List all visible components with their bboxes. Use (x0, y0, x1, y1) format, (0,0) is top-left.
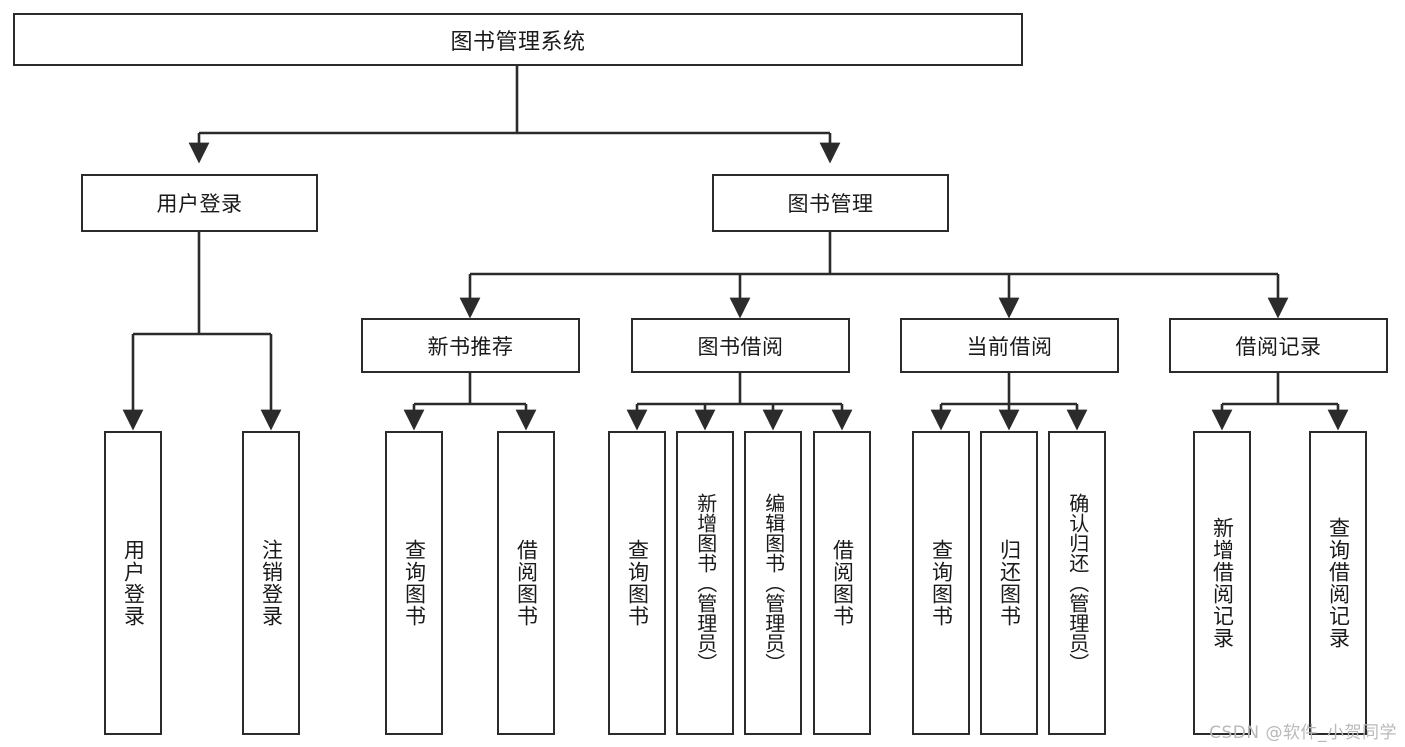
leaf-borrow-book[interactable]: 借阅图书 (813, 431, 871, 735)
leaf-query-book-borrow[interactable]: 查询图书 (608, 431, 666, 735)
leaf-confirm-return[interactable]: 确认归还（管理员） (1048, 431, 1106, 735)
watermark-text: CSDN @软件_小贺同学 (1209, 723, 1397, 743)
leaf-query-book-current[interactable]: 查询图书 (912, 431, 970, 735)
leaf-add-borrow-record[interactable]: 新增借阅记录 (1193, 431, 1251, 735)
node-book-borrow[interactable]: 图书借阅 (631, 318, 850, 373)
leaf-edit-book[interactable]: 编辑图书（管理员） (744, 431, 802, 735)
leaf-borrow-book-recommend[interactable]: 借阅图书 (497, 431, 555, 735)
leaf-add-book[interactable]: 新增图书（管理员） (676, 431, 734, 735)
node-borrow-record[interactable]: 借阅记录 (1169, 318, 1388, 373)
leaf-query-book-recommend[interactable]: 查询图书 (385, 431, 443, 735)
leaf-user-logout[interactable]: 注销登录 (242, 431, 300, 735)
leaf-user-login[interactable]: 用户登录 (104, 431, 162, 735)
node-root[interactable]: 图书管理系统 (13, 13, 1023, 66)
node-book-management[interactable]: 图书管理 (712, 174, 949, 232)
leaf-query-borrow-record[interactable]: 查询借阅记录 (1309, 431, 1367, 735)
leaf-return-book[interactable]: 归还图书 (980, 431, 1038, 735)
node-current-borrow[interactable]: 当前借阅 (900, 318, 1119, 373)
node-user-login[interactable]: 用户登录 (81, 174, 318, 232)
node-new-book-recommend[interactable]: 新书推荐 (361, 318, 580, 373)
